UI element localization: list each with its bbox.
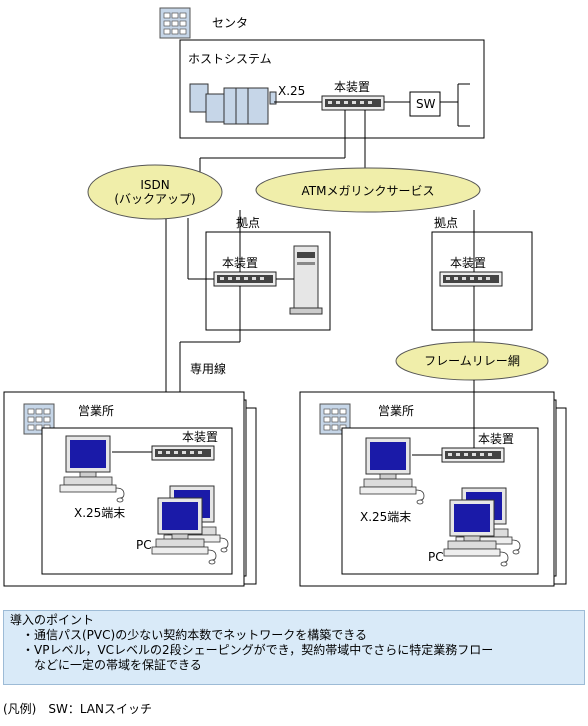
key-points-heading: 導入のポイント [10, 613, 95, 627]
office-right-pc-label: PC [428, 550, 444, 564]
atm-label: ATMメガリンクサービス [301, 184, 435, 198]
center-device [321, 95, 385, 111]
isdn-cloud [87, 164, 223, 220]
key-point-1: ・通信パス(PVC)の少ない契約本数でネットワークを構築できる [22, 628, 367, 642]
office-right-device-label: 本装置 [478, 432, 515, 446]
key-point-2: ・VPレベル，VCレベルの2段シェーピングができ，契約帯域中でさらに特定業務フロ… [22, 643, 494, 657]
office-left-device-label: 本装置 [182, 430, 219, 444]
office-right-device [441, 447, 505, 463]
leased-line-label: 専用線 [190, 362, 227, 376]
server-icon [289, 245, 323, 315]
office-left-terminal-label: X.25端末 [74, 506, 126, 520]
legend: (凡例) SW：LANスイッチ [3, 702, 152, 716]
sw-box [409, 91, 441, 117]
site-left-label: 拠点 [236, 216, 261, 230]
site-right-label: 拠点 [434, 216, 459, 230]
sw-label: SW [416, 97, 436, 111]
center-device-label: 本装置 [334, 80, 371, 94]
site-left-device-label: 本装置 [222, 256, 259, 270]
center-building-icon [159, 7, 191, 39]
host-system-label: ホストシステム [188, 52, 272, 66]
x25-label: X.25 [278, 84, 306, 98]
office-right-terminal-label: X.25端末 [360, 510, 412, 524]
site-right-device-label: 本装置 [450, 256, 487, 270]
atm-cloud [255, 167, 481, 213]
site-left-device [213, 271, 277, 287]
key-points-box: 導入のポイント ・通信パス(PVC)の少ない契約本数でネットワークを構築できる … [3, 610, 585, 685]
site-right-device [439, 271, 503, 287]
isdn-label: ISDN (バックアップ) [114, 178, 196, 206]
key-point-2-cont: などに一定の帯域を保証できる [34, 658, 202, 672]
frame-relay-cloud [395, 341, 549, 381]
office-right-title: 営業所 [378, 404, 415, 418]
office-left-title: 営業所 [78, 404, 115, 418]
frame-relay-label: フレームリレー網 [424, 354, 520, 368]
office-left-pc-label: PC [136, 538, 152, 552]
center-title: センタ [212, 16, 249, 30]
office-left-device [151, 445, 215, 461]
